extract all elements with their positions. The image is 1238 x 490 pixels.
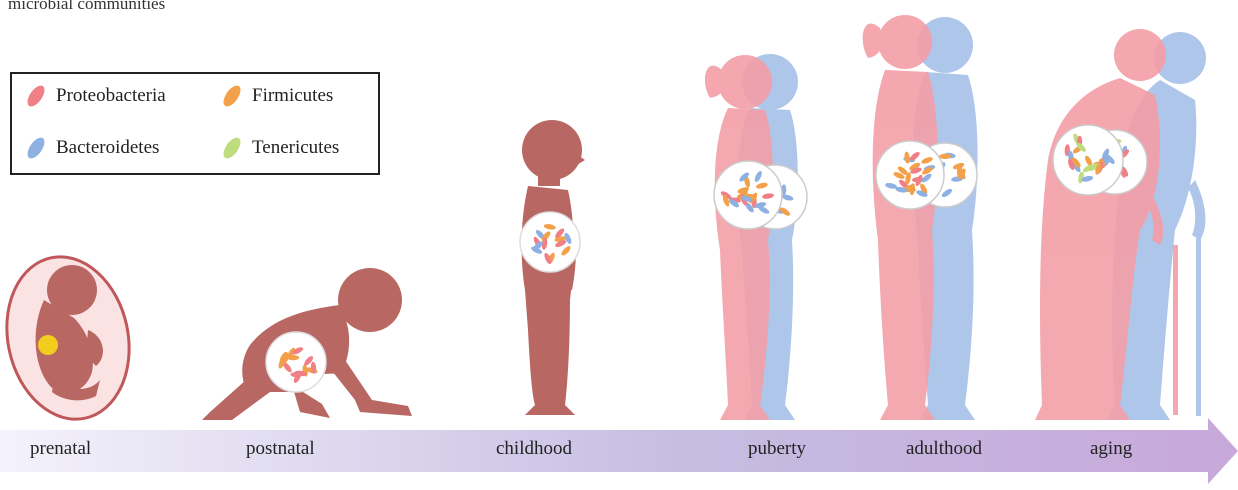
adulthood-gut-circles <box>876 141 977 209</box>
legend-label-bacteroidetes: Bacteroidetes <box>56 137 159 159</box>
aging-gut-circles <box>1053 125 1147 195</box>
adulthood-female-silhouette <box>863 15 938 420</box>
bacteroidetes-bacterium-icon <box>24 136 50 160</box>
tenericutes-bacterium-icon <box>220 136 246 160</box>
stage-label-puberty: puberty <box>748 438 806 460</box>
legend-label-firmicutes: Firmicutes <box>252 85 333 107</box>
firmicutes-bacterium-icon <box>220 84 246 108</box>
legend-item-firmicutes: Firmicutes <box>220 84 333 108</box>
bacterium-icon <box>939 154 951 159</box>
stage-label-adulthood: adulthood <box>906 438 982 460</box>
legend-box: Proteobacteria Firmicutes Bacteroidetes … <box>10 72 380 175</box>
prenatal-womb <box>0 245 144 430</box>
legend-item-proteobacteria: Proteobacteria <box>24 84 166 108</box>
legend-label-tenericutes: Tenericutes <box>252 137 339 159</box>
legend-item-bacteroidetes: Bacteroidetes <box>24 136 159 160</box>
postnatal-gut-circle <box>266 332 326 392</box>
timeline-arrow <box>0 418 1238 484</box>
stage-label-prenatal: prenatal <box>30 438 91 460</box>
proteobacteria-bacterium-icon <box>24 84 50 108</box>
stage-label-childhood: childhood <box>496 438 572 460</box>
stage-label-aging: aging <box>1090 438 1132 460</box>
legend-item-tenericutes: Tenericutes <box>220 136 339 160</box>
legend-label-proteobacteria: Proteobacteria <box>56 85 166 107</box>
stage-label-postnatal: postnatal <box>246 438 315 460</box>
puberty-gut-circles <box>714 161 807 229</box>
yolk-sac <box>38 335 58 355</box>
childhood-gut-circle <box>520 212 580 272</box>
